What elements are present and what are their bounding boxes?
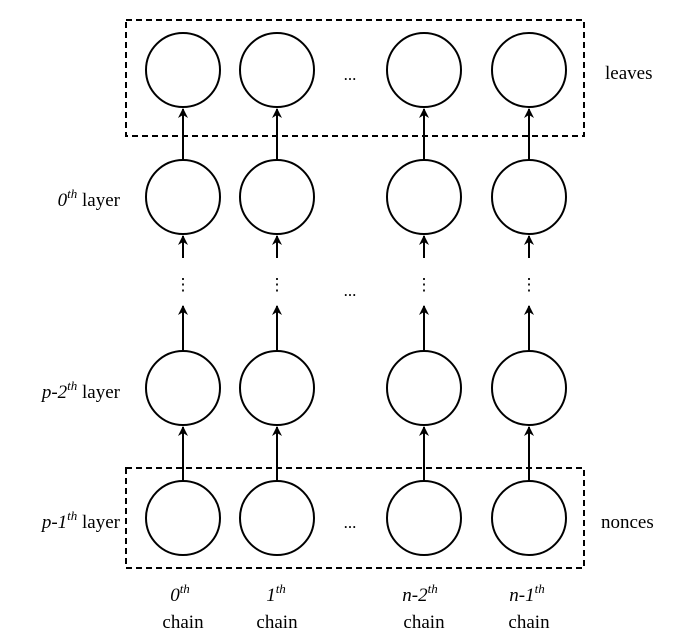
nonces-box: [125, 467, 585, 569]
chain-label-0: 0th chain: [162, 581, 204, 633]
layer-label-0: 0th layer: [58, 186, 121, 211]
node-nonce: [239, 480, 315, 556]
chain-label-1: 1th chain: [256, 581, 298, 633]
svg-text:1th: 1th: [266, 581, 286, 606]
horizontal-ellipsis: ...: [344, 65, 357, 84]
svg-text:n-1th: n-1th: [509, 581, 544, 606]
layer-label-p-1: p-1th layer: [40, 508, 121, 533]
horizontal-ellipsis: ...: [344, 281, 357, 300]
leaves-label: leaves: [605, 63, 652, 84]
svg-text:chain: chain: [403, 612, 445, 633]
node-nonce: [386, 480, 462, 556]
layer-label-p-2: p-2th layer: [40, 378, 121, 403]
node-leaf: [491, 32, 567, 108]
node-leaf: [239, 32, 315, 108]
chain-label-n-1: n-1th chain: [508, 581, 550, 633]
chain-label-n-2: n-2th chain: [402, 581, 445, 633]
node-leaf: [145, 32, 221, 108]
vertical-ellipsis: ⋮: [269, 275, 286, 294]
vertical-ellipsis: ⋮: [416, 275, 433, 294]
node-layer-0: [386, 159, 462, 235]
node-layer-0: [491, 159, 567, 235]
node-layer-0: [145, 159, 221, 235]
svg-text:n-2th: n-2th: [402, 581, 437, 606]
vertical-ellipsis: ⋮: [521, 275, 538, 294]
svg-text:chain: chain: [162, 612, 204, 633]
node-layer-p-2: [491, 350, 567, 426]
horizontal-ellipsis: ...: [344, 513, 357, 532]
node-layer-0: [239, 159, 315, 235]
svg-text:0th: 0th: [170, 581, 190, 606]
vertical-ellipsis: ⋮: [175, 275, 192, 294]
node-layer-p-2: [145, 350, 221, 426]
node-leaf: [386, 32, 462, 108]
node-nonce: [491, 480, 567, 556]
chain-column-1: ⋮: [239, 32, 315, 556]
node-layer-p-2: [386, 350, 462, 426]
svg-text:chain: chain: [508, 612, 550, 633]
chain-column-n-2: ⋮: [386, 32, 462, 556]
chain-column-n-1: ⋮: [491, 32, 567, 556]
nonces-label: nonces: [601, 512, 654, 533]
node-nonce: [145, 480, 221, 556]
node-layer-p-2: [239, 350, 315, 426]
chain-column-0: ⋮: [145, 32, 221, 556]
svg-text:chain: chain: [256, 612, 298, 633]
leaves-box: [125, 19, 585, 137]
